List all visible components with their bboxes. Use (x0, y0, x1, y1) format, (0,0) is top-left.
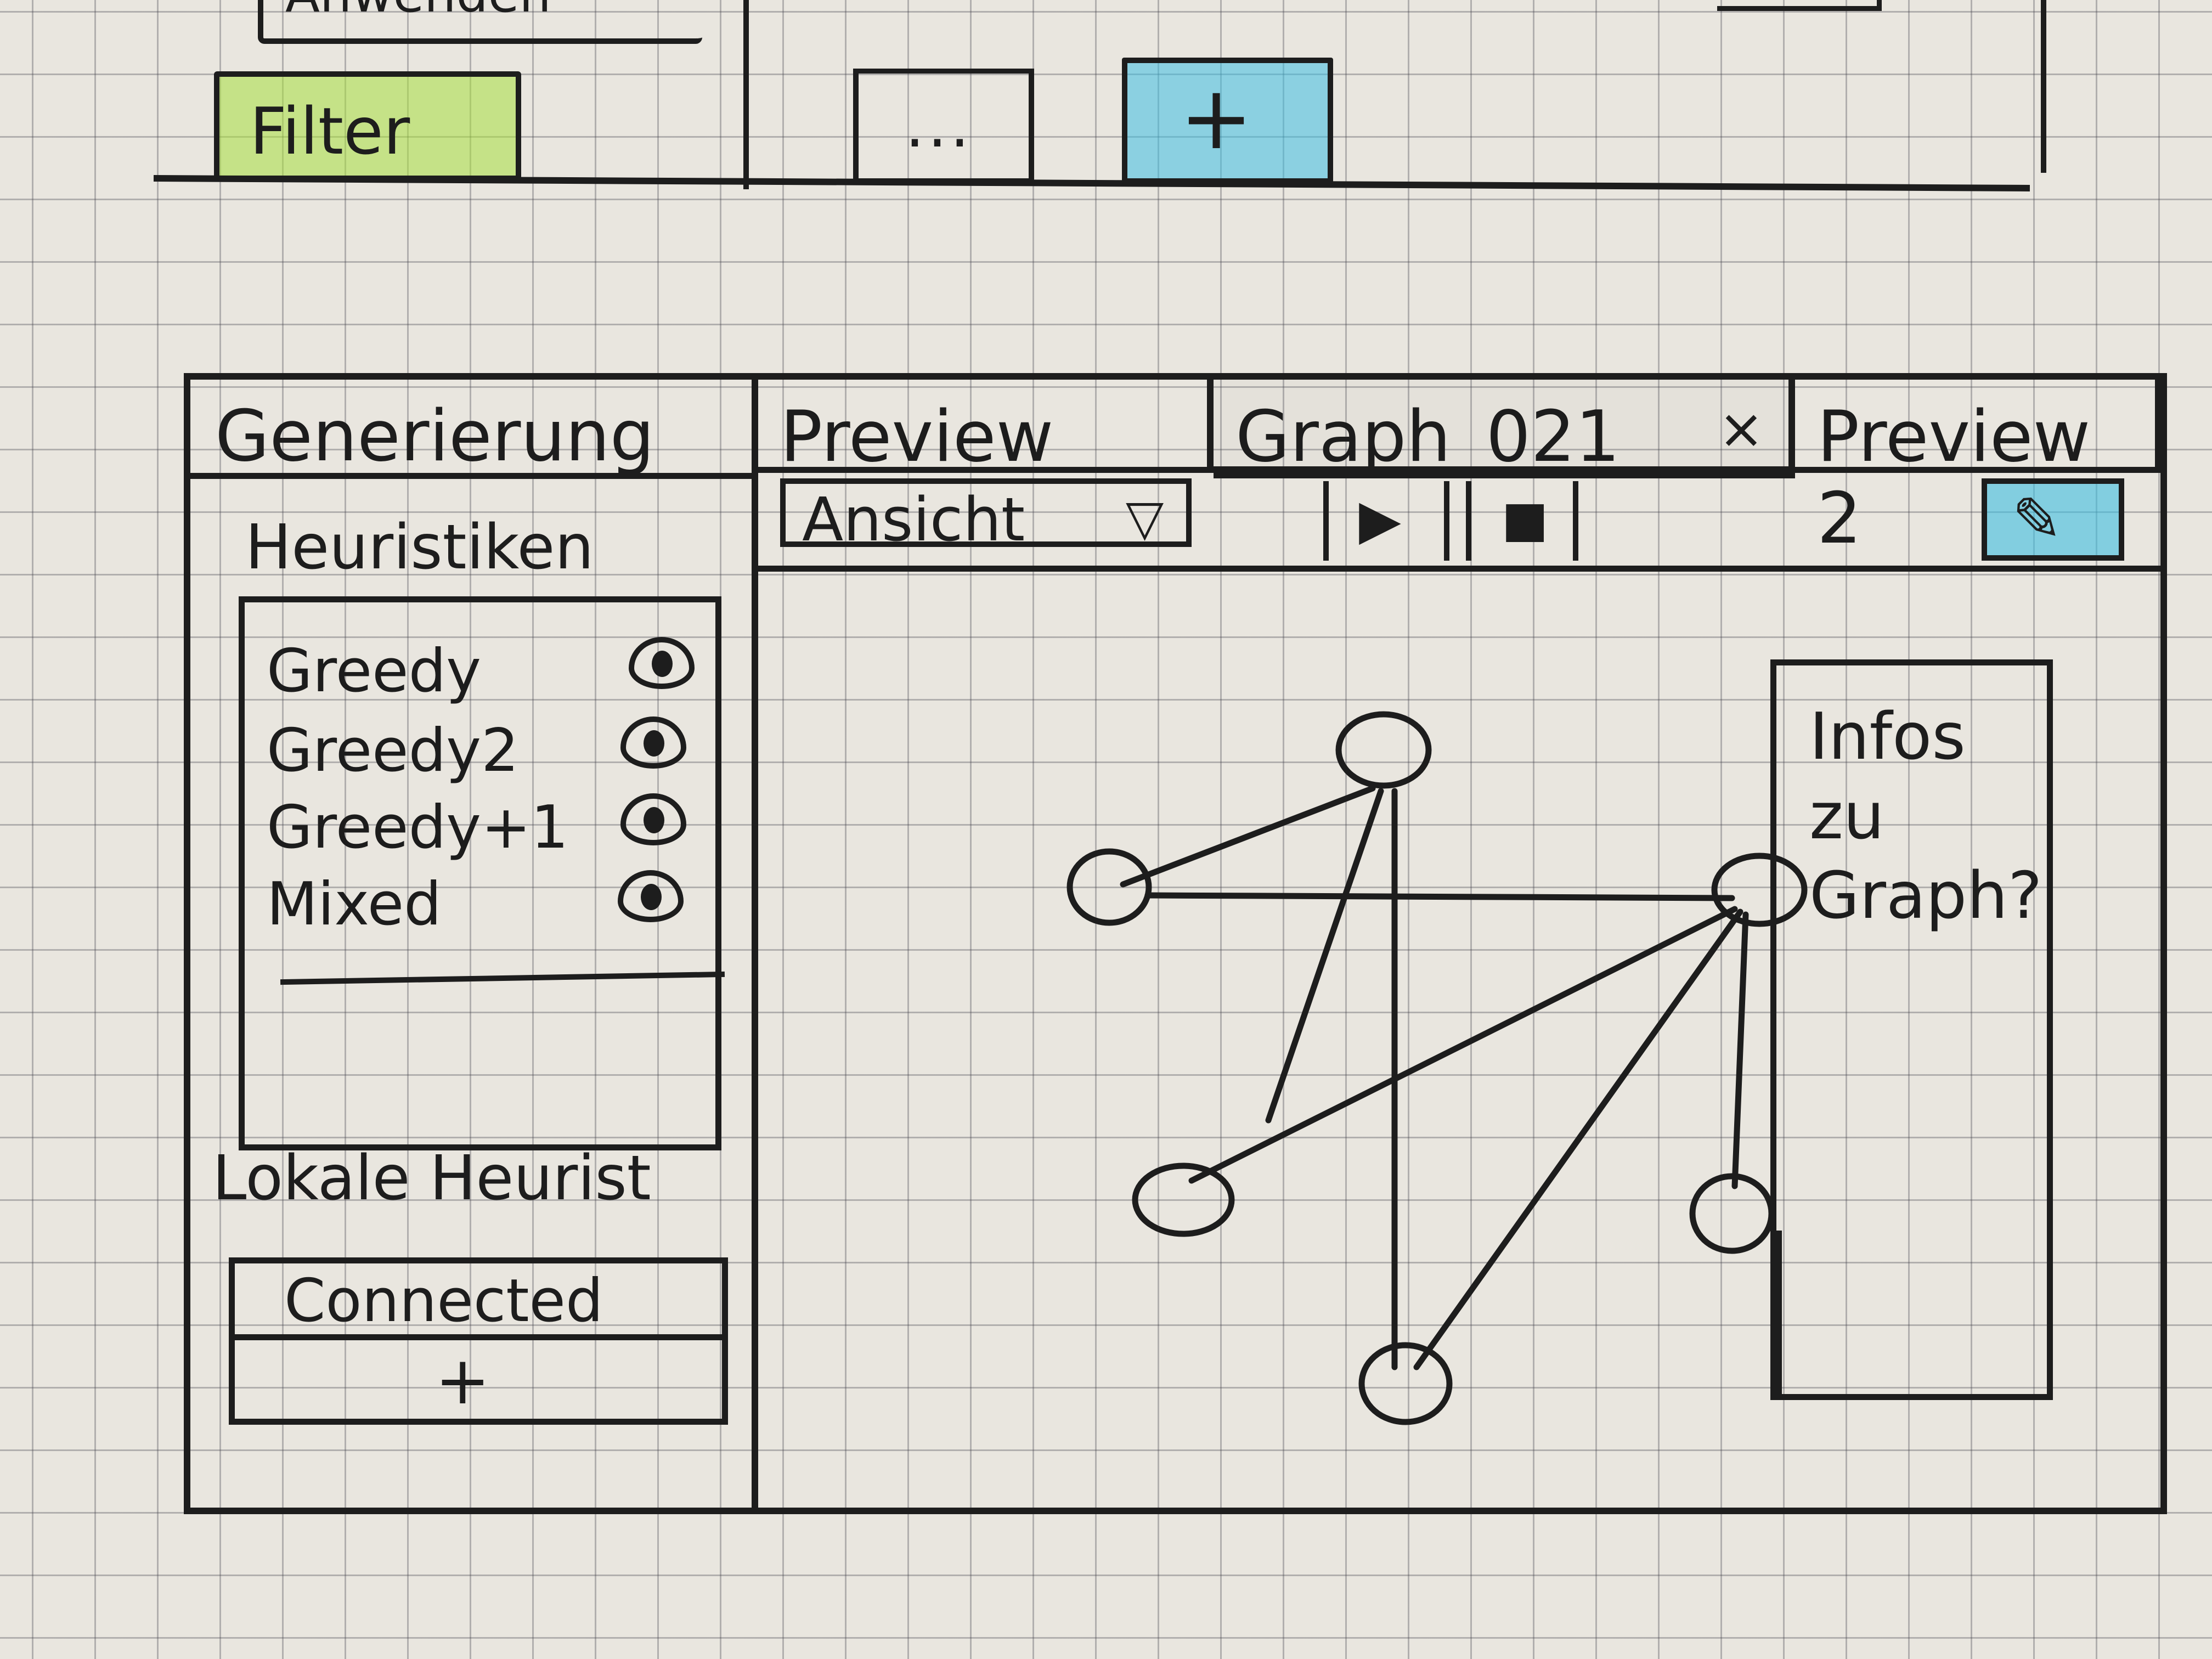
graph-info-panel: Infos zu Graph? (1770, 659, 2053, 1400)
heuristic-label: Mixed (267, 870, 442, 939)
play-icon: ▶ (1359, 487, 1401, 551)
list-item-greedy2[interactable]: Greedy2 (267, 712, 706, 785)
graph-edge (1265, 788, 1384, 1124)
heuristics-heading: Heuristiken (245, 512, 594, 583)
eye-icon[interactable] (620, 716, 686, 769)
eye-icon[interactable] (618, 870, 684, 922)
info-text: Graph? (1809, 857, 2042, 933)
graph-node (1689, 1173, 1775, 1254)
graph-edge (1413, 909, 1743, 1370)
tab-label: Preview 2 (1817, 396, 2091, 560)
tab-preview[interactable]: Preview (758, 380, 1214, 478)
local-heuristics-heading: Lokale Heurist (212, 1143, 651, 1214)
play-button[interactable]: ▶ (1323, 481, 1449, 561)
list-item-connected[interactable]: Connected (235, 1263, 722, 1340)
apply-button-label: Anwenden (285, 0, 551, 20)
heuristic-label: Greedy+1 (267, 793, 569, 862)
graph-drawing[interactable] (758, 572, 2162, 1508)
plus-icon[interactable]: + (435, 1343, 490, 1419)
list-divider (280, 971, 725, 985)
more-options-icon: ... (905, 91, 973, 161)
graph-toolbar: Ansicht ▽ ▶ ■ ✎ (758, 473, 2162, 572)
graph-edge (1144, 892, 1735, 901)
view-dropdown[interactable]: Ansicht ▽ (780, 478, 1192, 555)
graph-edge (1188, 906, 1738, 1184)
plus-icon: + (1180, 66, 1254, 169)
list-item-mixed[interactable]: Mixed (267, 866, 706, 939)
top-toolbar: Anwenden Filter ... + (0, 0, 2212, 198)
main-window: Generierung Heuristiken Greedy Greedy2 G… (184, 373, 2167, 1514)
list-item-greedy-plus-1[interactable]: Greedy+1 (267, 789, 706, 862)
local-heuristic-label: Connected (284, 1267, 603, 1335)
toolbar-separator (2041, 0, 2046, 173)
local-heuristics-list: Connected + (229, 1257, 728, 1425)
graph-node (1066, 848, 1152, 926)
more-options-button[interactable]: ... (853, 69, 1034, 184)
filter-button[interactable]: Filter (214, 71, 521, 181)
tab-graph-021[interactable]: Graph_021 × (1214, 380, 1795, 478)
add-button[interactable]: + (1122, 58, 1333, 184)
heuristics-list: Greedy Greedy2 Greedy+1 Mixed (239, 596, 725, 1150)
tab-bar: Preview Graph_021 × Preview 2 (758, 380, 2162, 560)
close-icon[interactable]: × (1718, 397, 1764, 461)
panel-header-divider (190, 473, 758, 479)
tab-label: Preview (780, 396, 1054, 478)
graph-node (1335, 711, 1432, 789)
eye-icon[interactable] (629, 637, 695, 689)
filter-button-label: Filter (250, 93, 410, 169)
tab-generation[interactable]: Generierung (215, 396, 654, 477)
active-tab-indicator (1214, 466, 1795, 478)
list-item-greedy[interactable]: Greedy (267, 633, 706, 706)
toolbar-control[interactable] (1717, 0, 1882, 11)
toolbar-separator (743, 0, 749, 189)
generation-panel: Generierung Heuristiken Greedy Greedy2 G… (190, 380, 758, 1508)
stop-icon: ■ (1502, 490, 1549, 548)
tab-label: Graph_021 (1235, 396, 1620, 478)
view-dropdown-label: Ansicht (802, 484, 1025, 555)
graph-edge (1731, 911, 1749, 1189)
chevron-down-icon: ▽ (1126, 489, 1164, 547)
heuristic-label: Greedy2 (267, 716, 519, 785)
pencil-icon: ✎ (2012, 484, 2063, 555)
window-border (2162, 380, 2167, 1508)
stop-button[interactable]: ■ (1466, 481, 1578, 561)
tab-preview-2[interactable]: Preview 2 (1795, 380, 2162, 560)
info-text: zu (1809, 778, 1884, 854)
edit-button[interactable]: ✎ (1982, 478, 2124, 561)
graph-node (1358, 1342, 1453, 1425)
info-text: Infos (1809, 698, 1966, 774)
graph-edge (1120, 785, 1376, 888)
eye-icon[interactable] (620, 793, 686, 845)
graph-node (1132, 1163, 1235, 1237)
graph-node (1711, 853, 1808, 927)
heuristic-label: Greedy (267, 637, 482, 706)
apply-button[interactable]: Anwenden (258, 0, 702, 44)
graph-canvas[interactable] (758, 572, 2162, 1508)
scrollbar[interactable] (1776, 1231, 1782, 1395)
